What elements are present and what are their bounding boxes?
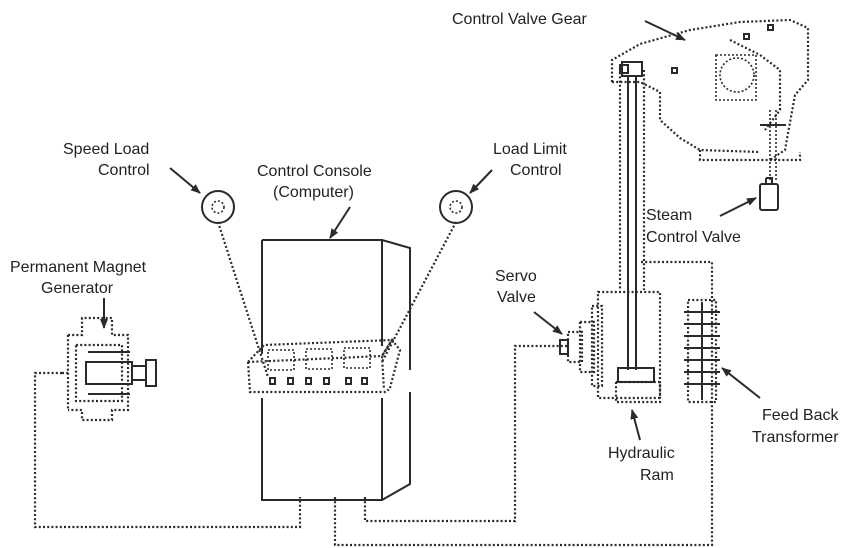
- wire-speed-control-to-console: [216, 221, 270, 378]
- wire-generator-to-console: [33, 371, 302, 529]
- label-control-valve-gear: Control Valve Gear: [452, 11, 588, 28]
- arrow-hydraulic-ram: [630, 409, 641, 441]
- label-control-console-line1: Control Console: [257, 163, 372, 180]
- arrow-servo-valve: [533, 311, 563, 335]
- pointer-arrows: [100, 20, 761, 441]
- arrow-steam-control-valve: [719, 197, 757, 217]
- label-permanent-magnet-generator-line1: Permanent Magnet: [10, 259, 147, 276]
- labels: Control Valve Gear Speed Load Control Co…: [10, 11, 839, 484]
- arrow-control-console: [329, 206, 351, 239]
- label-servo-valve-line2: Valve: [497, 289, 536, 306]
- arrow-control-valve-gear: [644, 20, 686, 41]
- label-permanent-magnet-generator-line2: Generator: [41, 280, 114, 297]
- label-control-console-line2: (Computer): [273, 184, 354, 201]
- label-steam-control-valve-line1: Steam: [646, 207, 692, 224]
- wire-load-limit-to-console: [381, 221, 457, 363]
- feed-back-transformer: [684, 298, 720, 404]
- label-steam-control-valve-line2: Control Valve: [646, 229, 741, 246]
- speed-load-control-knob: [201, 190, 235, 224]
- label-speed-load-control-line2: Control: [98, 162, 150, 179]
- permanent-magnet-generator: [66, 316, 157, 422]
- load-limit-control-knob: [439, 190, 473, 224]
- arrow-load-limit-control: [469, 169, 493, 194]
- label-feed-back-transformer-line1: Feed Back: [762, 407, 839, 424]
- wire-console-to-servo: [363, 344, 567, 523]
- label-load-limit-control-line2: Control: [510, 162, 562, 179]
- control-console: [246, 239, 411, 501]
- label-hydraulic-ram-line1: Hydraulic: [608, 445, 675, 462]
- signal-wiring: [33, 221, 714, 547]
- arrow-feed-back-transformer: [721, 367, 761, 399]
- label-load-limit-control-line1: Load Limit: [493, 141, 567, 158]
- servo-valve: [559, 320, 596, 374]
- label-speed-load-control-line1: Speed Load: [63, 141, 149, 158]
- label-servo-valve-line1: Servo: [495, 268, 537, 285]
- wire-console-to-transformer: [333, 260, 714, 547]
- hydraulic-ram: [590, 61, 662, 404]
- label-feed-back-transformer-line2: Transformer: [752, 429, 839, 446]
- label-hydraulic-ram-line2: Ram: [640, 467, 674, 484]
- steam-control-valve: [759, 177, 779, 211]
- arrow-speed-load-control: [169, 167, 201, 194]
- control-valve-gear: [610, 18, 810, 180]
